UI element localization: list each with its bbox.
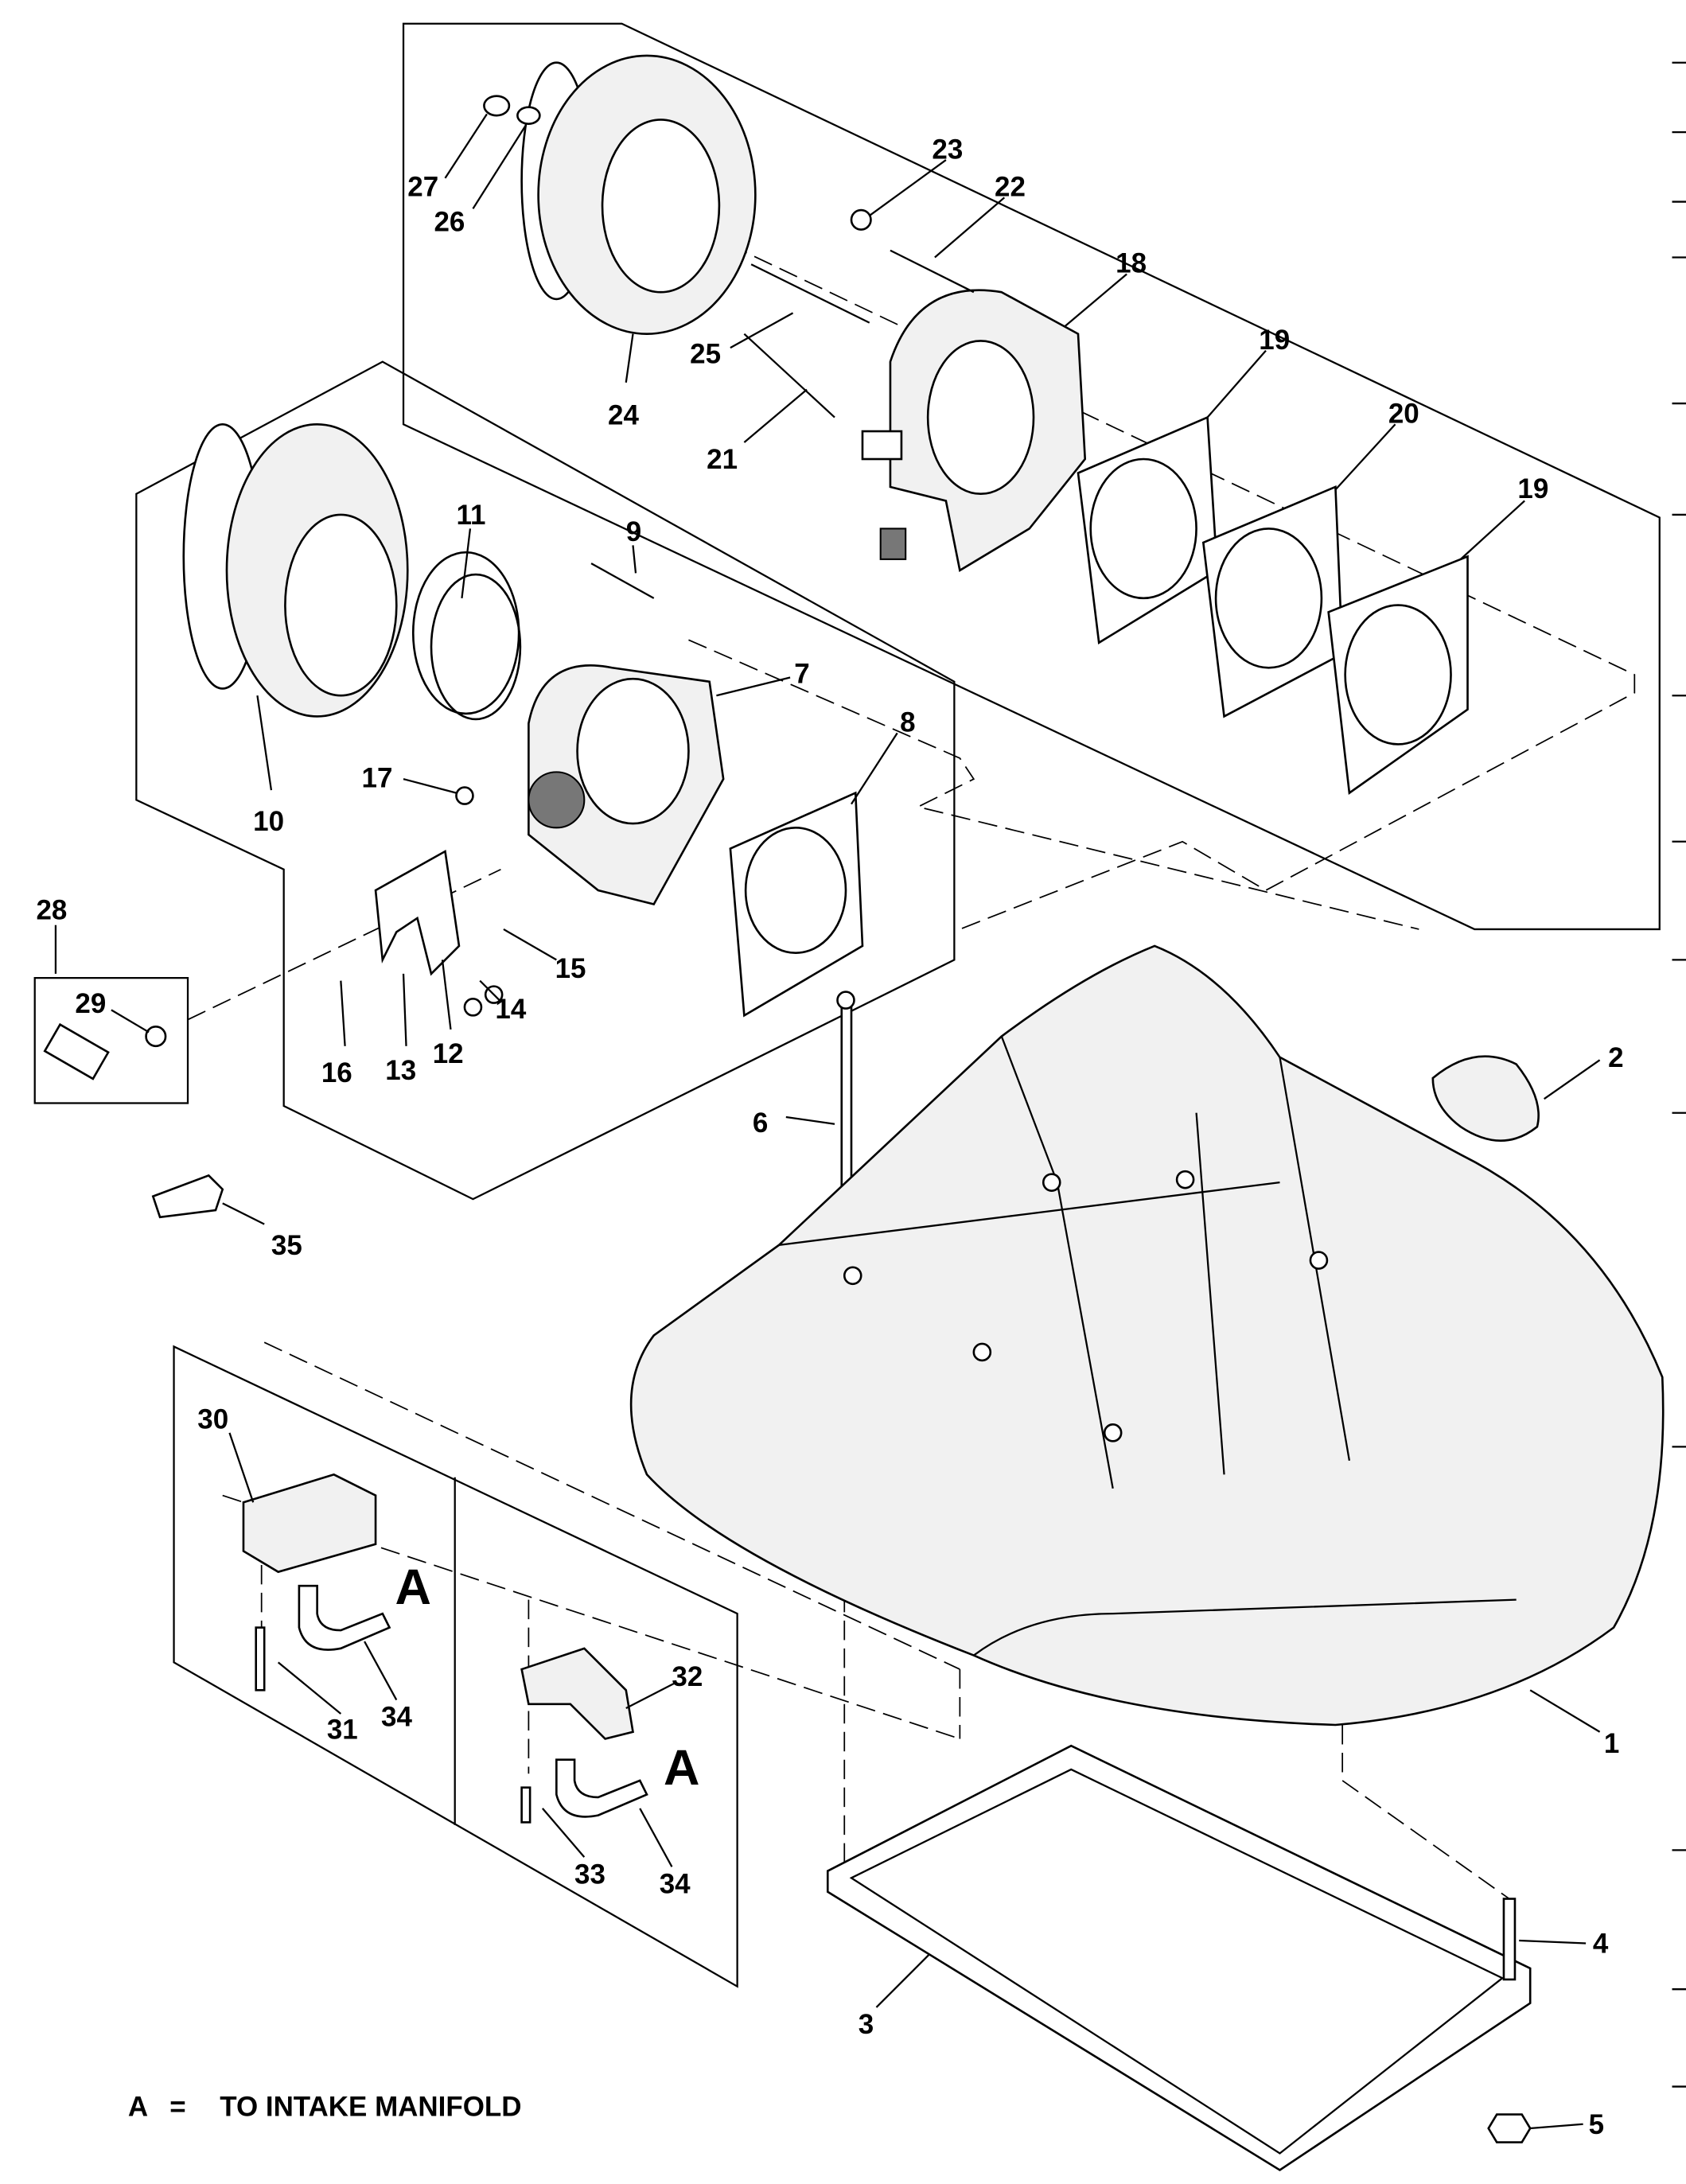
callout-14: 14	[495, 994, 526, 1025]
stud-4	[1502, 1898, 1517, 1981]
callout-19-a: 19	[1259, 325, 1290, 356]
callout-A-b: A	[664, 1740, 699, 1796]
callout-30: 30	[197, 1404, 228, 1435]
legend-equals: =	[169, 2091, 185, 2122]
callout-9: 9	[626, 516, 641, 547]
nut-5	[1487, 2113, 1532, 2143]
callout-2: 2	[1608, 1042, 1623, 1073]
legend-key: A	[128, 2091, 148, 2122]
clip-2	[1431, 1055, 1540, 1142]
bolts-upper	[743, 208, 975, 419]
callout-12: 12	[433, 1038, 464, 1069]
sensor-32	[520, 1647, 648, 1824]
callout-34-a: 34	[381, 1702, 412, 1733]
callout-31: 31	[327, 1714, 358, 1745]
throttle-body-lower	[528, 664, 725, 905]
callout-17: 17	[362, 763, 393, 794]
callout-33: 33	[574, 1859, 605, 1890]
callout-1: 1	[1604, 1728, 1619, 1759]
bolt-6	[840, 1000, 853, 1197]
edge-ticks	[1672, 61, 1686, 2088]
callout-13: 13	[385, 1055, 416, 1086]
bracket-12	[374, 849, 461, 976]
callout-29: 29	[75, 988, 106, 1019]
sensor-30	[242, 1473, 391, 1692]
callout-27: 27	[407, 172, 438, 203]
legend-text: TO INTAKE MANIFOLD	[220, 2091, 521, 2122]
callouts: 27 26 24 23 22 18 25 21 19 20 19 11 9 7 …	[36, 134, 1623, 2140]
callout-22: 22	[995, 172, 1026, 203]
callout-3: 3	[859, 2009, 874, 2040]
leader-lines	[54, 113, 1601, 2130]
callout-16: 16	[321, 1057, 352, 1088]
callout-35: 35	[271, 1230, 302, 1261]
legend-note: A = TO INTAKE MANIFOLD	[128, 2091, 522, 2122]
panel-kit-throttle	[135, 360, 956, 1201]
gasket-3	[826, 1744, 1532, 2172]
callout-6: 6	[753, 1108, 768, 1139]
panel-sensors	[173, 1345, 738, 1988]
manifold-cover	[629, 944, 1665, 1727]
callout-5: 5	[1589, 2109, 1604, 2140]
callout-11: 11	[456, 500, 485, 531]
clamp	[411, 551, 522, 721]
callout-20: 20	[1388, 399, 1419, 430]
fitting	[43, 1022, 224, 1219]
air-filter-upper	[483, 54, 757, 335]
panel-kit-upper	[402, 22, 1661, 931]
callout-25: 25	[690, 338, 721, 369]
callout-23: 23	[932, 134, 963, 165]
throttle-body-upper	[861, 289, 1087, 572]
callout-34-b: 34	[660, 1869, 691, 1900]
callout-19-b: 19	[1517, 473, 1548, 504]
callout-7: 7	[794, 658, 809, 689]
callout-24: 24	[608, 399, 639, 430]
callout-26: 26	[434, 206, 465, 237]
callout-10: 10	[253, 806, 284, 837]
callout-8: 8	[900, 707, 915, 738]
callout-32: 32	[672, 1661, 703, 1692]
callout-4: 4	[1593, 1929, 1609, 1960]
callout-A-a: A	[395, 1559, 431, 1615]
callout-28: 28	[36, 895, 67, 926]
callout-21: 21	[707, 444, 738, 475]
callout-15: 15	[555, 953, 586, 984]
panel-fitting	[33, 976, 189, 1104]
air-filter-lower	[182, 422, 409, 718]
callout-18: 18	[1116, 248, 1147, 279]
